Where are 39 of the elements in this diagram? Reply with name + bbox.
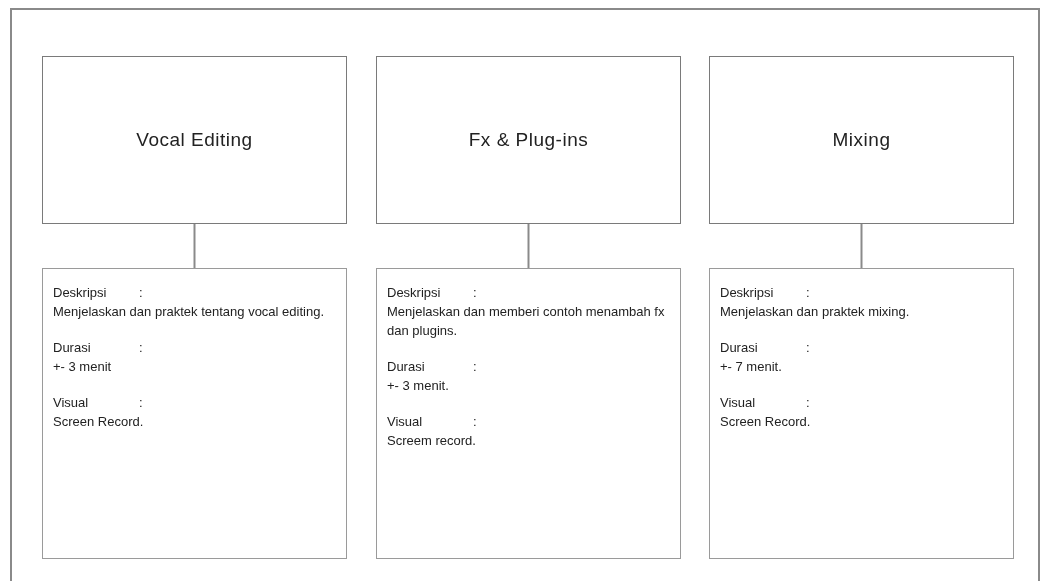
connector-line [193, 223, 196, 269]
field-value: +- 7 menit. [720, 358, 783, 376]
field-value: +- 3 menit [53, 358, 113, 376]
colon: : [806, 394, 810, 412]
field-label: Visual [387, 413, 424, 431]
colon: : [806, 339, 810, 357]
field-value: Screen Record. [53, 413, 145, 431]
field-label: Durasi [720, 339, 759, 357]
field-label: Durasi [387, 358, 426, 376]
detail-box [376, 268, 681, 559]
field-label: Visual [53, 394, 90, 412]
field-value: Screen Record. [720, 413, 812, 431]
field-label: Durasi [53, 339, 92, 357]
topic-title: Vocal Editing [136, 129, 253, 151]
field-label: Visual [720, 394, 757, 412]
field-value: Menjelaskan dan memberi contoh menambah fx dan plugins. [387, 303, 666, 340]
detail-box [42, 268, 347, 559]
connector-line [527, 223, 530, 269]
colon: : [473, 413, 477, 431]
field-value: Menjelaskan dan praktek tentang vocal editing. [53, 303, 325, 321]
field-value: +- 3 menit. [387, 377, 450, 395]
field-label: Deskripsi [387, 284, 442, 302]
colon: : [139, 339, 143, 357]
field-label: Deskripsi [53, 284, 108, 302]
topic-box [709, 56, 1014, 224]
colon: : [473, 284, 477, 302]
colon: : [139, 284, 143, 302]
field-value: Menjelaskan dan praktek mixing. [720, 303, 911, 321]
topic-title: Mixing [832, 129, 891, 151]
detail-box [709, 268, 1014, 559]
topic-title: Fx & Plug-ins [468, 129, 589, 151]
colon: : [139, 394, 143, 412]
colon: : [473, 358, 477, 376]
field-value: Screem record. [387, 432, 477, 450]
connector-line [860, 223, 863, 269]
colon: : [806, 284, 810, 302]
topic-box [42, 56, 347, 224]
field-label: Deskripsi [720, 284, 775, 302]
topic-box [376, 56, 681, 224]
